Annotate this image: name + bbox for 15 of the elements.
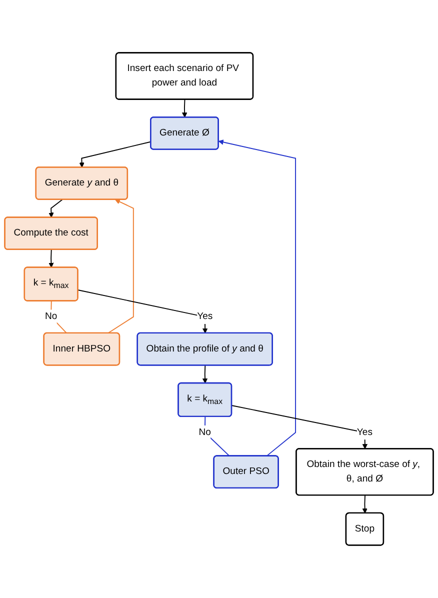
edge-label: No xyxy=(44,312,58,322)
arrow xyxy=(78,290,208,334)
edge-label: No xyxy=(198,427,211,438)
arrow xyxy=(48,199,63,218)
flowchart-drawing: No Yes No Yes Insert each scenario of PV power and load Generate Ø Generate y and θ Compute the cost k = k$_{max}$ Inner HBPSO Obtain the profile of y and θ k = k$_{max}$ Outer PSO Obtain the worst-case of y, θ, and Ø Stop xyxy=(0,48,438,550)
arrow xyxy=(362,494,368,514)
edge-label: Yes xyxy=(197,312,213,322)
arrow xyxy=(79,141,152,168)
arrow xyxy=(107,199,134,334)
edge-label: Yes xyxy=(356,427,372,438)
arrow xyxy=(218,140,296,457)
arrow xyxy=(231,405,368,450)
arrow xyxy=(182,99,188,118)
arrow xyxy=(202,364,208,384)
arrow xyxy=(48,249,54,268)
